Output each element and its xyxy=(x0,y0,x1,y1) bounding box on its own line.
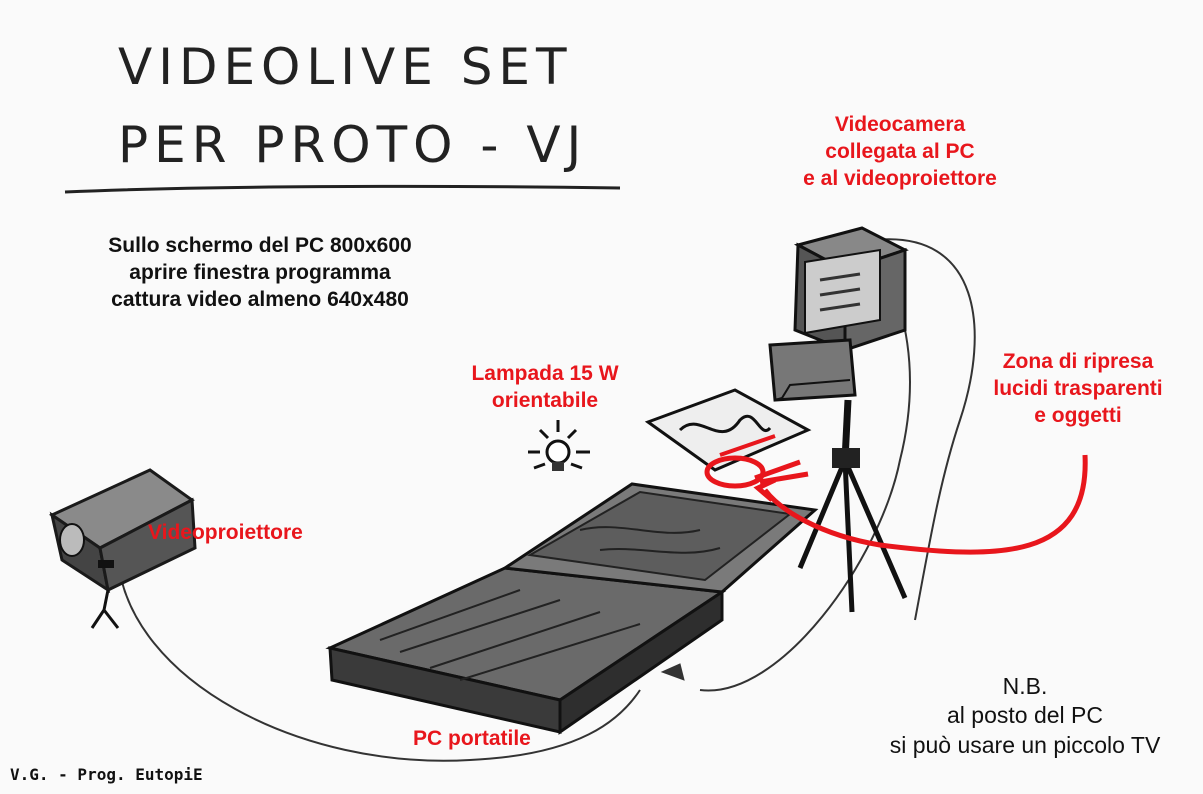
instructions-line-3: cattura video almeno 640x480 xyxy=(111,287,409,311)
tripod-icon xyxy=(797,399,908,613)
projector-icon xyxy=(48,468,197,629)
lamp-icon xyxy=(528,420,590,471)
nb-line-2: al posto del PC xyxy=(947,702,1103,729)
nb-line-1: N.B. xyxy=(1002,673,1048,699)
title-line-1: VIDEOLIVE SET xyxy=(118,38,573,96)
shooting-zone-marker xyxy=(704,454,1088,555)
credit-text: V.G. - Prog. EutopiE xyxy=(10,765,203,784)
lampada-label: Lampada 15 W orientabile xyxy=(455,361,635,415)
zona-line-3: e oggetti xyxy=(1034,403,1122,427)
zona-line-1: Zona di ripresa xyxy=(1002,350,1154,373)
nb-line-3: si può usare un piccolo TV xyxy=(889,731,1161,758)
title-line-2: PER PROTO - VJ xyxy=(118,116,588,174)
laptop-icon xyxy=(325,482,819,735)
transparency-sheet xyxy=(644,388,812,472)
videocamera-line-1: Videocamera xyxy=(834,113,966,136)
camera-icon xyxy=(768,226,909,402)
camera-cable-right xyxy=(874,238,976,621)
lampada-line-1: Lampada 15 W xyxy=(471,362,619,385)
zone-pointer-line xyxy=(763,454,1088,555)
projector-cable xyxy=(117,559,641,762)
instructions-line-1: Sullo schermo del PC 800x600 xyxy=(108,234,412,257)
videocamera-line-2: collegata al PC xyxy=(825,139,975,163)
instructions-line-2: aprire finestra programma xyxy=(129,260,391,284)
nb-note: N.B. al posto del PC si può usare un pic… xyxy=(850,672,1200,760)
cable-arrow-icon xyxy=(660,663,685,681)
title-underline xyxy=(64,184,621,194)
lampada-line-2: orientabile xyxy=(491,388,599,412)
zona-label: Zona di ripresa lucidi trasparenti e ogg… xyxy=(958,349,1198,430)
zona-line-2: lucidi trasparenti xyxy=(993,376,1163,400)
videocamera-label: Videocamera collegata al PC e al videopr… xyxy=(735,112,1065,193)
videoproiettore-label: Videoproiettore xyxy=(148,521,303,544)
instructions-text: Sullo schermo del PC 800x600 aprire fine… xyxy=(80,233,440,314)
videocamera-line-3: e al videoproiettore xyxy=(803,166,997,190)
pc-label: PC portatile xyxy=(413,727,531,750)
